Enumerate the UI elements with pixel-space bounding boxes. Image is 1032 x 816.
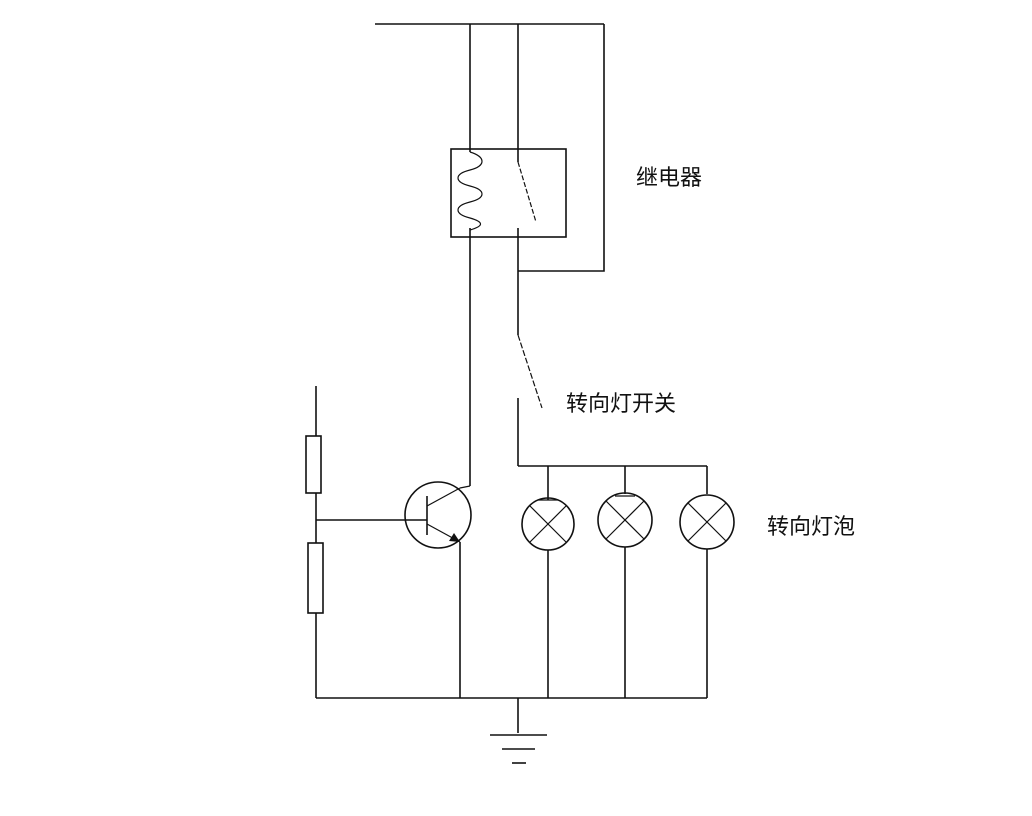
lamp-2-icon: [597, 492, 653, 548]
turn-switch: [517, 334, 543, 466]
relay: [450, 24, 567, 350]
relay-contact-icon: [517, 161, 537, 223]
lamp-3-icon: [679, 494, 735, 550]
ground-icon: [490, 734, 547, 764]
lamp-1-icon: [521, 497, 575, 551]
turn-switch-label: 转向灯开关: [566, 392, 677, 417]
relay-feedback-wire: [518, 24, 605, 272]
resistor-upper-icon: [305, 435, 322, 494]
relay-label: 继电器: [636, 166, 703, 191]
relay-coil-icon: [457, 151, 483, 231]
turn-bulbs-label: 转向灯泡: [767, 515, 856, 540]
transistor-icon: [404, 481, 472, 549]
resistor-lower-icon: [307, 542, 324, 614]
